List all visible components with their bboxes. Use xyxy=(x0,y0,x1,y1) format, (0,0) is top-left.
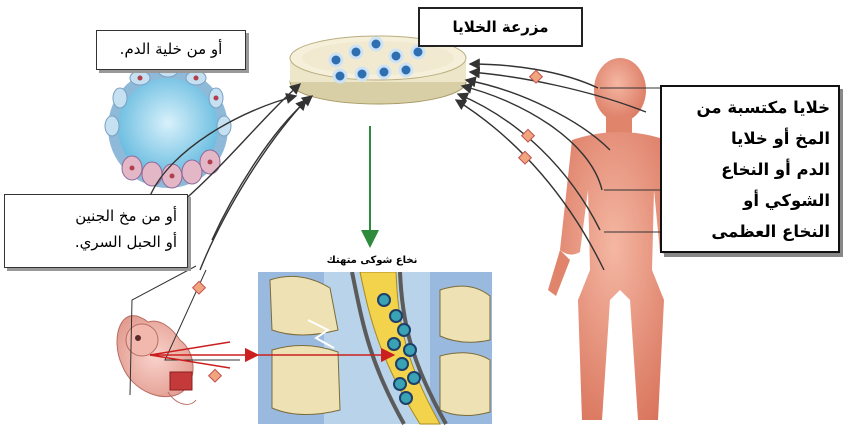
fetal-source-label: أو من مخ الجنين أو الحبل السري. xyxy=(4,194,188,268)
adult-source-line: النخاع العظمى xyxy=(670,216,830,247)
blood-cell-label: أو من خلية الدم. xyxy=(96,30,246,70)
adult-source-line: المخ أو خلايا xyxy=(670,123,830,154)
adult-source-line: خلايا مكتسبة من xyxy=(670,92,830,123)
adult-source-label: خلايا مكتسبة من المخ أو خلايا الدم أو ال… xyxy=(660,85,840,253)
spinal-cord-section-icon xyxy=(258,272,492,424)
fetal-source-line: أو من مخ الجنين xyxy=(15,203,177,229)
adult-source-line: الدم أو النخاع xyxy=(670,154,830,185)
cell-culture-label: مزرعة الخلايا xyxy=(418,7,583,47)
damaged-spinal-cord-label: نخاع شوكى متهتك xyxy=(299,250,445,272)
adult-source-line: الشوكي أو xyxy=(670,185,830,216)
fetal-source-line: أو الحبل السري. xyxy=(15,229,177,255)
